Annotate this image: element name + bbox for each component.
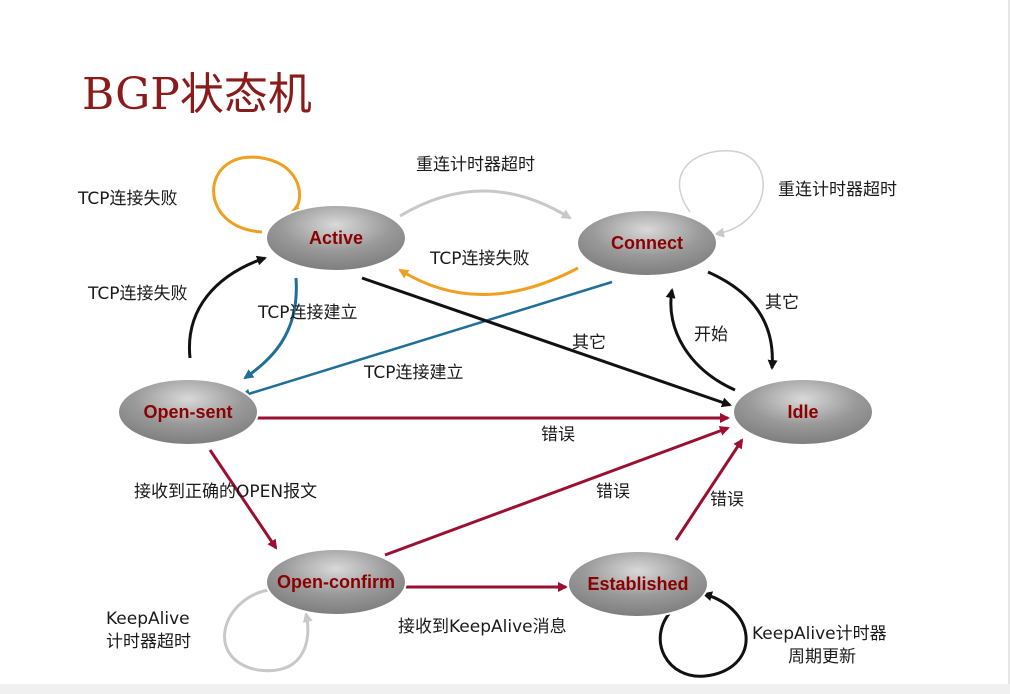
edge-active-to-idle — [361, 276, 732, 408]
label-established-self-loop-line2: 周期更新 — [788, 647, 856, 667]
state-open-sent: Open-sent — [117, 378, 259, 446]
state-open-confirm-label: Open-confirm — [277, 572, 395, 592]
label-connect-to-idle: 其它 — [765, 293, 799, 313]
label-openconfirm-to-idle: 错误 — [596, 482, 630, 502]
state-connect: Connect — [576, 209, 718, 277]
edge-connect-self-loop — [678, 150, 764, 238]
state-idle-label: Idle — [787, 402, 818, 422]
edge-established-self-loop — [658, 591, 748, 678]
label-connect-to-opensent: TCP连接建立 — [363, 363, 464, 383]
state-established-label: Established — [587, 574, 688, 594]
edge-openconfirm-to-idle — [384, 426, 730, 557]
slide-bottom-edge — [0, 684, 1010, 694]
edge-active-to-opensent — [243, 277, 298, 380]
label-established-to-idle: 错误 — [710, 490, 744, 510]
label-opensent-to-openconfirm: 接收到正确的OPEN报文 — [134, 482, 317, 502]
edge-active-to-connect — [399, 189, 572, 220]
label-connect-to-active: TCP连接失败 — [429, 249, 530, 269]
state-idle: Idle — [732, 378, 874, 446]
label-active-to-idle: 其它 — [572, 333, 606, 353]
state-open-confirm: Open-confirm — [265, 548, 407, 616]
edge-openconfirm-self-loop — [223, 588, 313, 673]
label-openconfirm-self-loop-line2: 计时器超时 — [106, 632, 191, 652]
label-openconfirm-self-loop-line1: KeepAlive — [106, 609, 190, 629]
label-active-self-loop: TCP连接失败 — [77, 189, 178, 209]
label-openconfirm-to-established: 接收到KeepAlive消息 — [398, 617, 567, 637]
edge-connect-to-active — [398, 266, 579, 296]
label-opensent-to-active: TCP连接失败 — [87, 284, 188, 304]
edge-opensent-to-active — [187, 255, 267, 359]
edge-active-self-loop — [212, 155, 302, 234]
edge-idle-to-connect — [665, 288, 736, 392]
label-active-to-opensent: TCP连接建立 — [257, 303, 358, 323]
edge-established-to-idle — [674, 438, 744, 541]
edge-opensent-to-openconfirm — [208, 449, 278, 550]
edge-connect-to-opensent — [240, 280, 613, 399]
label-opensent-to-idle: 错误 — [541, 425, 575, 445]
page-title: BGP状态机 — [82, 69, 312, 120]
state-established: Established — [567, 550, 709, 618]
state-active: Active — [265, 204, 407, 272]
state-connect-label: Connect — [611, 233, 683, 253]
label-established-self-loop-line1: KeepAlive计时器 — [752, 624, 887, 644]
label-active-to-connect: 重连计时器超时 — [416, 155, 535, 175]
edge-connect-to-idle — [707, 270, 778, 370]
label-idle-to-connect: 开始 — [694, 325, 728, 345]
label-connect-self-loop: 重连计时器超时 — [778, 180, 897, 200]
state-open-sent-label: Open-sent — [143, 402, 232, 422]
state-active-label: Active — [309, 228, 363, 248]
